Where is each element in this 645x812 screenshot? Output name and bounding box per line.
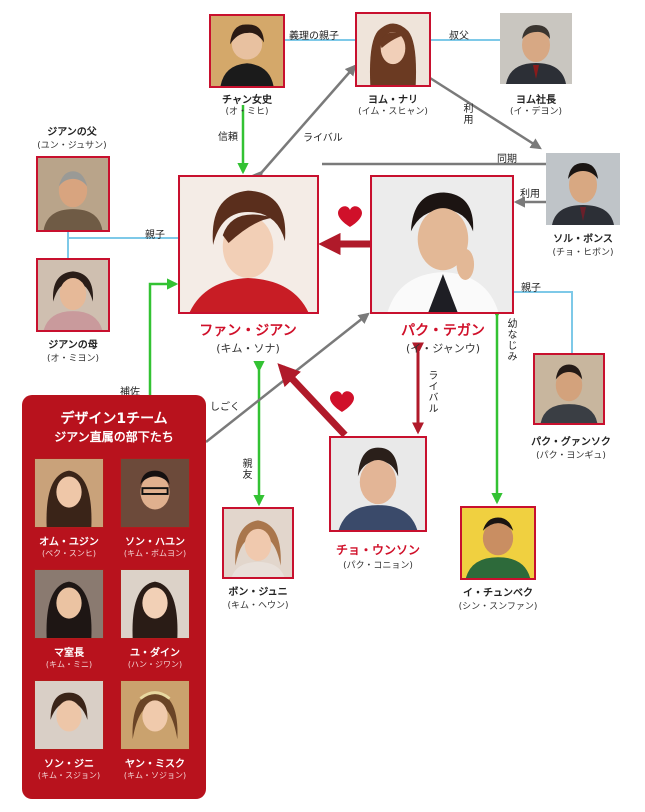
actor-chunbek: (シン・スンファン): [458, 602, 538, 612]
photo-president: [500, 13, 572, 84]
arrow-assist: [148, 278, 179, 395]
label-parent-child-right: 親子: [521, 283, 541, 294]
actor-bonsu: (チョ・ヒボン): [552, 248, 614, 258]
name-gwangsok: パク・グァンソク: [531, 437, 611, 448]
name-mother: ジアンの母: [48, 340, 98, 351]
photo-team-member: [120, 458, 190, 528]
team-member-actor: (ハン・ジワン): [127, 660, 183, 669]
actor-nari: (イム・スヒャン): [358, 107, 428, 117]
line-tegan-gwangsok: [514, 291, 573, 353]
photo-father: [36, 156, 110, 232]
label-best-friend: 親友: [240, 458, 251, 480]
label-use-bonsu: 利用: [520, 189, 540, 200]
name-bonsu: ソル・ボンス: [553, 234, 613, 245]
label-same-year: 同期: [497, 154, 517, 165]
name-jian: ファン・ジアン: [199, 323, 297, 339]
label-trust: 信頼: [218, 132, 238, 143]
actor-president: (イ・デヨン): [509, 107, 563, 117]
photo-gwangsok: [533, 353, 605, 425]
heart-icon: [330, 391, 354, 412]
team-member-name: ヤン・ミスク: [125, 759, 185, 770]
arrow-use-nari: [429, 76, 542, 150]
name-president: ヨム社長: [516, 95, 556, 106]
name-juni: ボン・ジュニ: [228, 587, 288, 598]
label-use-nari: 利用: [461, 103, 472, 125]
arrow-rival-top: [251, 64, 357, 183]
photo-nari: [355, 12, 431, 87]
label-rival-top: ライバル: [303, 133, 343, 144]
photo-team-member: [34, 458, 104, 528]
label-in-law: 義理の親子: [289, 31, 339, 42]
actor-gwangsok: (パク・ヨンギュ): [536, 451, 606, 461]
name-unson: チョ・ウンソン: [335, 543, 421, 557]
name-father: ジアンの父: [47, 127, 97, 138]
photo-mother: [36, 258, 110, 332]
team-member-name: ソン・ジニ: [44, 759, 94, 770]
team-member-name: オム・ユジン: [39, 537, 99, 548]
team-member-name: ソン・ハユン: [125, 537, 185, 548]
name-chunbek: イ・チュンベク: [463, 588, 533, 599]
heart-icon: [338, 206, 362, 227]
name-tegan: パク・テガン: [401, 323, 485, 339]
photo-team-member: [34, 680, 104, 750]
team-title: デザイン1チーム: [60, 411, 168, 427]
photo-jian: [178, 175, 319, 314]
actor-father: (ユン・ジュサン): [37, 141, 107, 151]
actor-tegan: (イ・ジャンウ): [405, 342, 481, 355]
design-team-panel: デザイン1チーム ジアン直属の部下たち オム・ユジン (ペク・スンヒ) ソン・ハ…: [22, 395, 206, 799]
photo-team-member: [120, 680, 190, 750]
label-uncle: 叔父: [449, 31, 469, 42]
label-shigoku: しごく: [210, 402, 240, 413]
actor-unson: (パク・コニョン): [343, 561, 413, 571]
photo-team-member: [120, 569, 190, 639]
label-rival-bottom: ライバル: [426, 370, 437, 414]
team-subtitle: ジアン直属の部下たち: [54, 430, 174, 444]
team-member-actor: (キム・スジョン): [37, 771, 101, 780]
actor-jian: (キム・ソナ): [216, 342, 280, 355]
photo-juni: [222, 507, 294, 579]
label-childhood-friend: 幼なじみ: [505, 318, 516, 362]
team-member-actor: (ペク・スンヒ): [41, 549, 97, 558]
actor-juni: (キム・ヘウン): [227, 601, 289, 611]
photo-chan: [209, 14, 285, 88]
team-member-actor: (キム・ソジョン): [123, 771, 187, 780]
team-member-actor: (キム・ミニ): [45, 660, 93, 669]
team-member-name: ユ・ダイン: [130, 648, 180, 659]
name-chan: チャン女史: [222, 95, 272, 106]
photo-bonsu: [546, 153, 620, 225]
team-member-actor: (キム・ボムヨン): [123, 549, 187, 558]
photo-team-member: [34, 569, 104, 639]
arrow-love-unson-jian: [277, 363, 348, 438]
actor-mother: (オ・ミヨン): [46, 354, 100, 364]
label-assist: 補佐: [120, 387, 140, 398]
photo-unson: [329, 436, 427, 532]
photo-chunbek: [460, 506, 536, 580]
team-member-name: マ室長: [54, 648, 84, 659]
actor-chan: (オ・ミヒ): [225, 107, 269, 117]
photo-tegan: [370, 175, 514, 314]
label-parent-child-left: 親子: [145, 230, 165, 241]
name-nari: ヨム・ナリ: [368, 95, 418, 106]
